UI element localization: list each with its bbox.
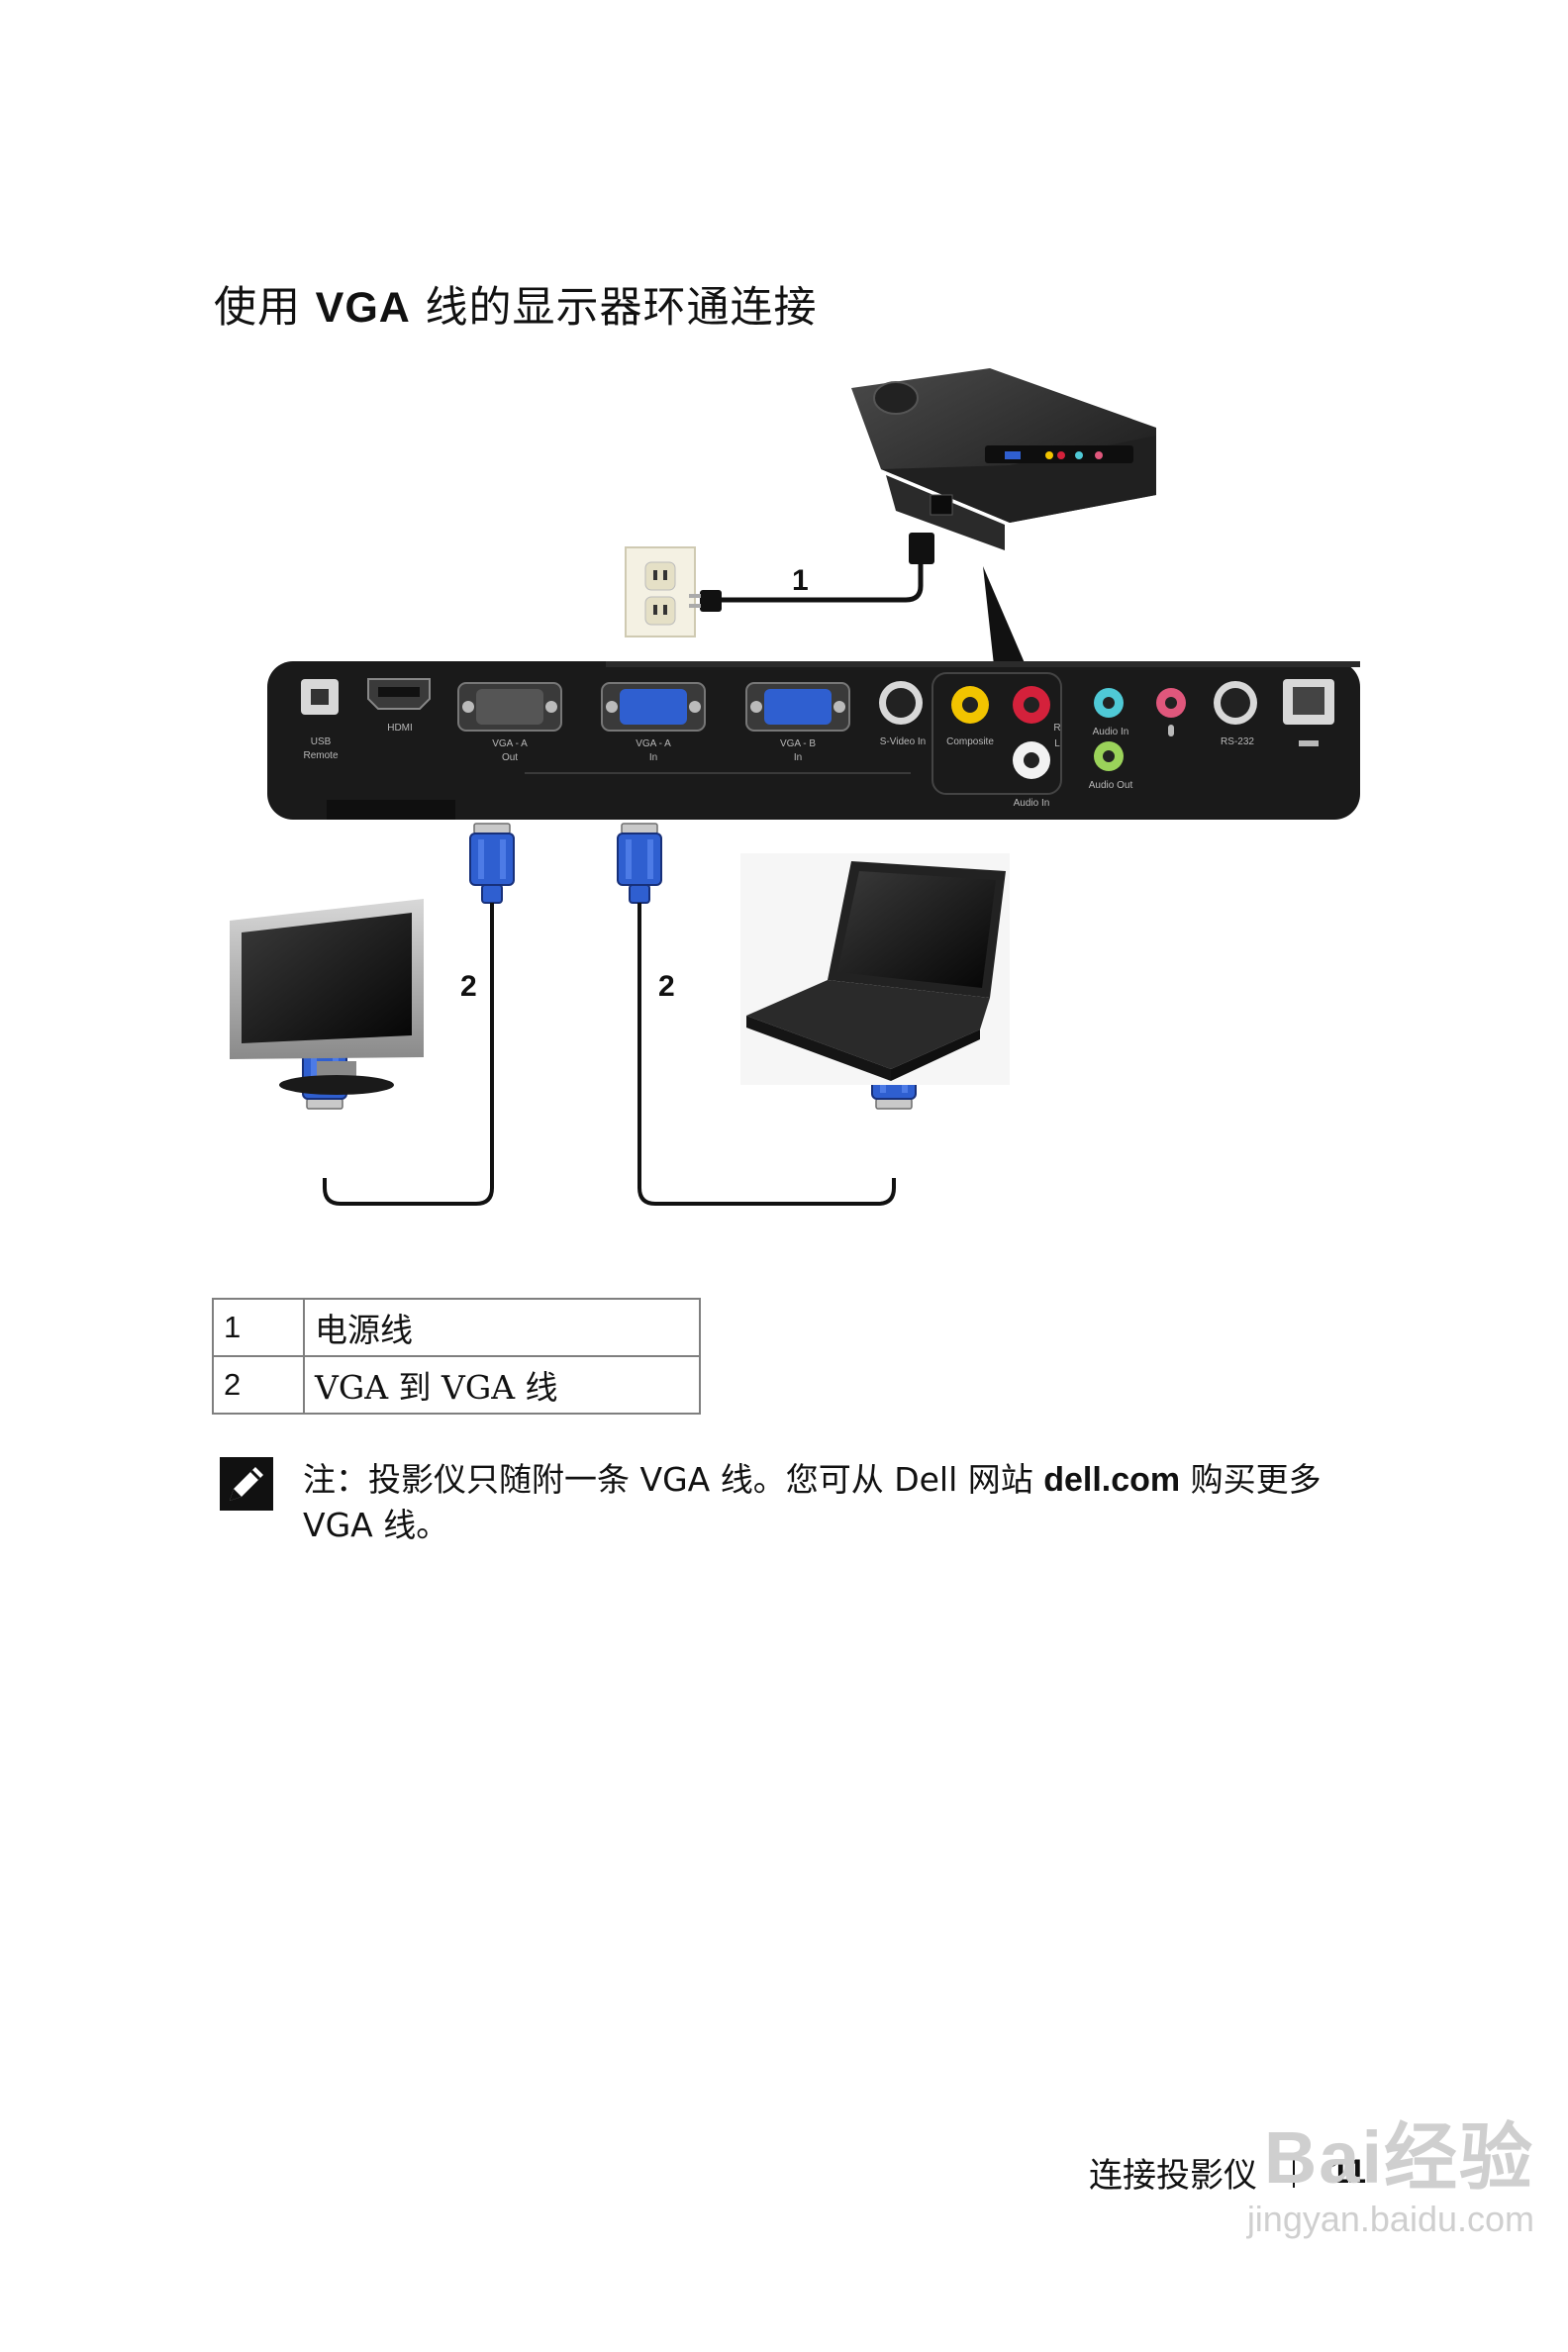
svg-text:R: R — [1053, 723, 1060, 734]
svg-text:S-Video In: S-Video In — [880, 736, 927, 747]
vga-a-out-port: VGA - A Out — [457, 682, 562, 763]
legend-description: VGA 到 VGA 线 — [303, 1355, 701, 1415]
audio-out-jack: Audio Out — [1089, 741, 1133, 791]
callout-vga-left: 2 — [460, 970, 477, 1003]
svideo-port: S-Video In — [879, 681, 926, 747]
legend-number: 2 — [212, 1355, 305, 1415]
svg-text:Remote: Remote — [303, 750, 338, 761]
power-cable: 1 — [689, 533, 934, 612]
watermark-url: jingyan.baidu.com — [1246, 2199, 1534, 2239]
svg-text:Out: Out — [502, 752, 518, 763]
table-row: 2 VGA 到 VGA 线 — [212, 1355, 701, 1415]
usb-port: USB Remote — [301, 679, 339, 761]
callout-vga-right: 2 — [658, 970, 675, 1003]
svg-text:Audio In: Audio In — [1093, 727, 1129, 737]
hdmi-port: HDMI — [367, 678, 431, 734]
ethernet-port — [1283, 679, 1334, 746]
svg-text:HDMI: HDMI — [387, 723, 413, 734]
vga-cable-monitor: 2 — [302, 823, 515, 1206]
monitor — [230, 899, 424, 1095]
svg-text:USB: USB — [311, 736, 332, 747]
rs232-port: RS-232 — [1214, 681, 1257, 747]
watermark-logo: Bai经验 — [1263, 2116, 1534, 2199]
note-text: 注：投影仪只随附一条 VGA 线。您可从 Dell 网站 dell.com 购买… — [303, 1460, 1322, 1544]
projector — [851, 368, 1156, 550]
legend-number: 1 — [212, 1298, 305, 1357]
svg-text:In: In — [649, 752, 657, 763]
pencil-note-icon — [220, 1457, 273, 1511]
connection-diagram: 1 USB Remote HDMI VGA - A Out VGA - — [230, 368, 1360, 1206]
watermark: Bai经验 jingyan.baidu.com — [1247, 2099, 1534, 2240]
page-title: 使用 VGA 线的显示器环通连接 — [214, 283, 818, 333]
vga-b-in-port: VGA - B In — [745, 682, 850, 763]
zoom-pointer — [983, 566, 1026, 665]
vga-a-in-port: VGA - A In — [601, 682, 706, 763]
svg-text:Audio In: Audio In — [1014, 798, 1050, 809]
svg-text:Audio Out: Audio Out — [1089, 780, 1133, 791]
svg-text:VGA - A: VGA - A — [636, 738, 671, 749]
footer-divider — [1293, 2157, 1296, 2188]
page-footer: 连接投影仪 11 — [1089, 2148, 1366, 2197]
audio-in-jack: Audio In — [1093, 688, 1129, 737]
callout-legend-table: 1 电源线 2 VGA 到 VGA 线 — [212, 1298, 701, 1415]
composite-port: Composite — [946, 686, 994, 747]
svg-text:RS-232: RS-232 — [1221, 736, 1254, 747]
page-number: 11 — [1330, 2153, 1366, 2191]
svg-text:In: In — [794, 752, 802, 763]
laptop — [740, 853, 1010, 1085]
legend-description: 电源线 — [303, 1298, 701, 1357]
callout-power-cable: 1 — [792, 564, 809, 597]
vga-cable-laptop: 2 — [617, 823, 917, 1206]
table-row: 1 电源线 — [212, 1298, 701, 1357]
svg-text:Composite: Composite — [946, 736, 994, 747]
wall-outlet — [625, 546, 696, 637]
audio-rca-ports: R L Audio In — [1013, 686, 1061, 809]
svg-text:VGA - B: VGA - B — [780, 738, 816, 749]
svg-text:L: L — [1054, 738, 1060, 749]
mic-jack — [1156, 688, 1186, 736]
footer-section-title: 连接投影仪 — [1089, 2156, 1258, 2196]
svg-text:VGA - A: VGA - A — [492, 738, 528, 749]
dell-link[interactable]: dell.com — [1043, 1461, 1181, 1499]
projector-rear-panel: USB Remote HDMI VGA - A Out VGA - A In V… — [267, 661, 1360, 820]
